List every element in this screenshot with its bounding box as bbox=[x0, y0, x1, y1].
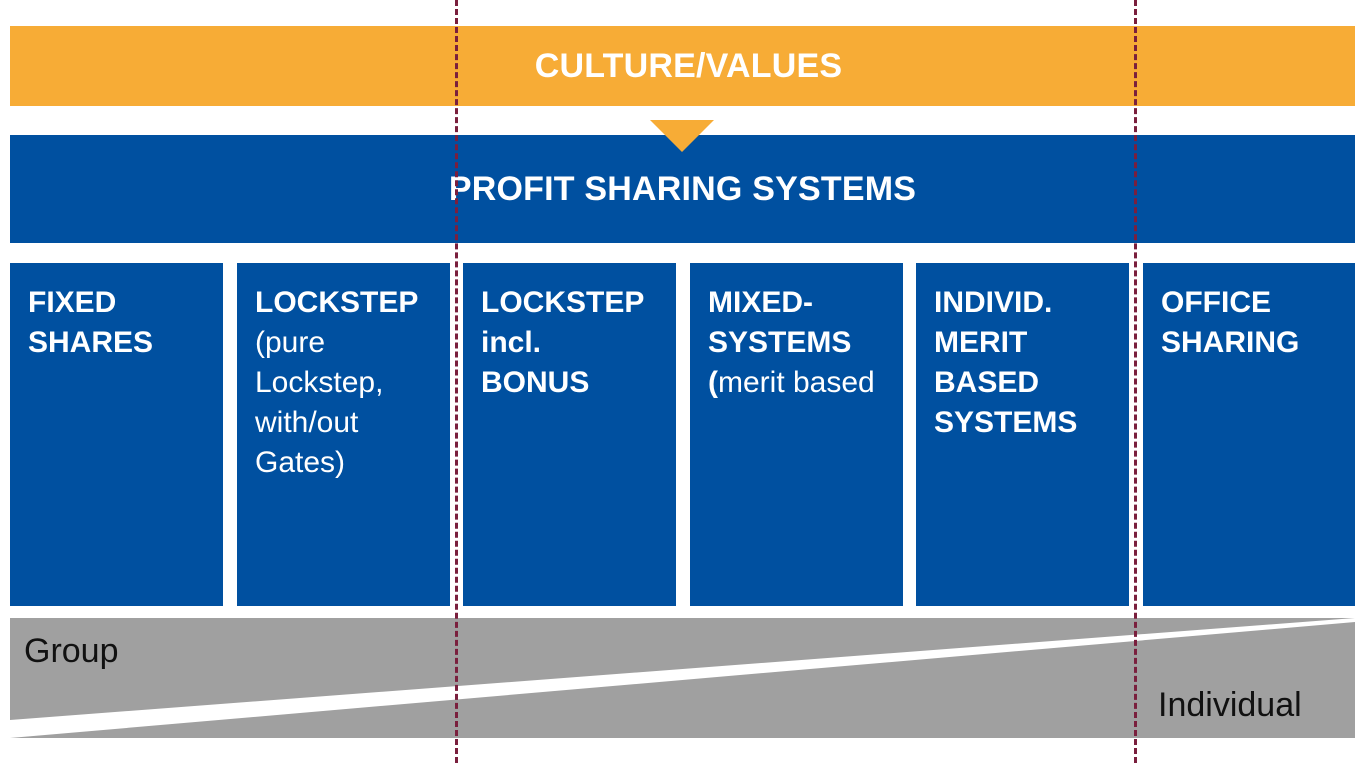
column-title: LOCKSTEP incl. BONUS bbox=[481, 286, 645, 399]
column-title: FIXED SHARES bbox=[28, 286, 154, 359]
divider-line-left bbox=[455, 0, 458, 763]
culture-values-label: CULTURE/VALUES bbox=[534, 46, 843, 85]
group-label: Group bbox=[24, 632, 119, 670]
column-subtitle: (pure Lockstep, with/out Gates) bbox=[255, 326, 384, 479]
column-title: LOCKSTEP bbox=[255, 286, 419, 319]
arrow-down-icon bbox=[650, 120, 714, 152]
divider-line-right bbox=[1134, 0, 1137, 763]
individual-label: Individual bbox=[1158, 686, 1302, 724]
group-individual-scale bbox=[10, 618, 1355, 738]
column-mixed-systems: MIXED- SYSTEMS (merit based bbox=[690, 263, 903, 606]
individual-wedge bbox=[10, 622, 1355, 738]
column-fixed-shares: FIXED SHARES bbox=[10, 263, 223, 606]
column-title: INDIVID. MERIT BASED SYSTEMS bbox=[934, 286, 1078, 439]
column-title: OFFICE SHARING bbox=[1161, 286, 1300, 359]
group-wedge bbox=[10, 618, 1355, 720]
column-individual-merit: INDIVID. MERIT BASED SYSTEMS bbox=[916, 263, 1129, 606]
column-title: MIXED- SYSTEMS ( bbox=[708, 286, 852, 399]
column-lockstep-bonus: LOCKSTEP incl. BONUS bbox=[463, 263, 676, 606]
column-subtitle: merit based bbox=[718, 366, 875, 399]
culture-values-band: CULTURE/VALUES bbox=[10, 26, 1355, 106]
column-office-sharing: OFFICE SHARING bbox=[1143, 263, 1355, 606]
profit-sharing-band: PROFIT SHARING SYSTEMS bbox=[10, 135, 1355, 243]
column-lockstep: LOCKSTEP (pure Lockstep, with/out Gates) bbox=[237, 263, 450, 606]
profit-sharing-label: PROFIT SHARING SYSTEMS bbox=[448, 169, 917, 208]
